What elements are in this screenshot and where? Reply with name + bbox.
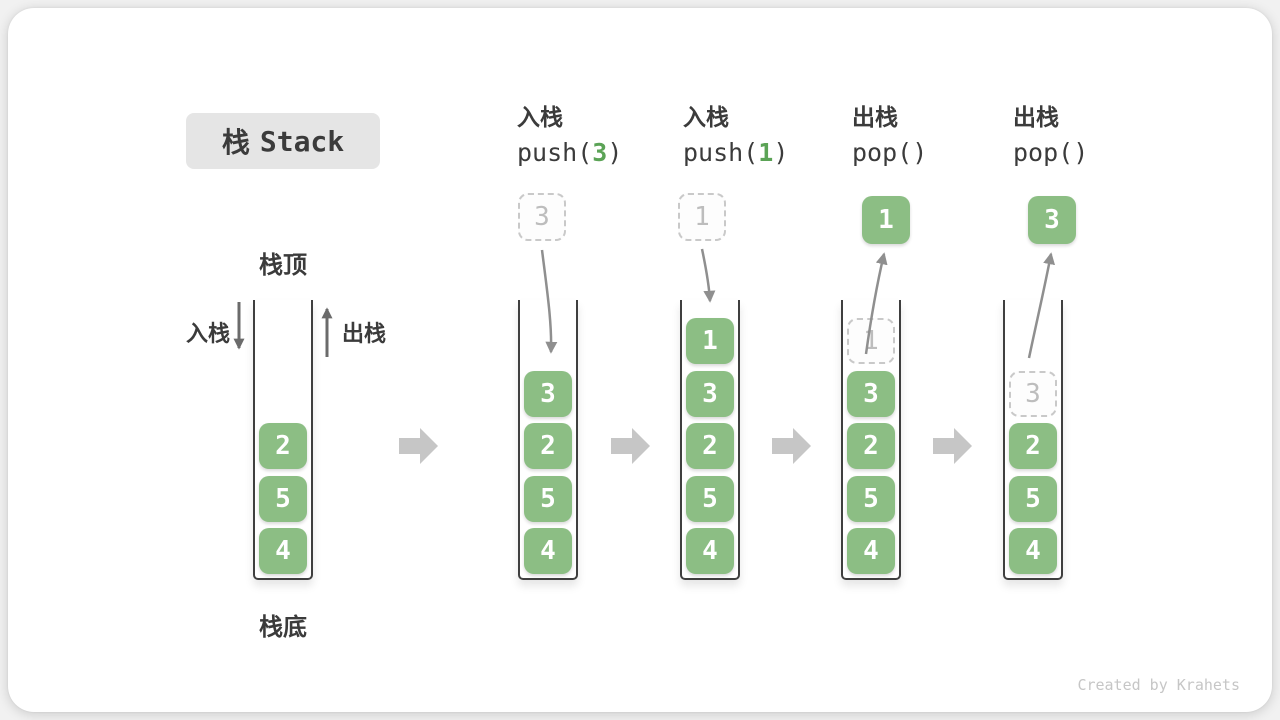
stack-item: 2 xyxy=(524,423,572,469)
code-text: ) xyxy=(607,138,623,168)
floating-item-ghost: 3 xyxy=(518,193,566,241)
stack-item: 4 xyxy=(524,528,572,574)
code-arg: 1 xyxy=(758,138,774,168)
code-text: push( xyxy=(517,138,593,168)
stack-item: 5 xyxy=(686,475,734,522)
stack-item: 3 xyxy=(847,370,895,417)
operation-code: pop() xyxy=(1013,139,1088,167)
stack-item-ghost: 3 xyxy=(1009,370,1057,417)
operation-code: push(1) xyxy=(683,139,788,167)
stack-item: 3 xyxy=(524,370,572,417)
stack-item: 2 xyxy=(259,423,307,469)
stack-item: 4 xyxy=(1009,528,1057,574)
stack-item: 2 xyxy=(847,423,895,469)
operation-name: 入栈 xyxy=(517,104,563,130)
stack-item: 4 xyxy=(259,528,307,574)
operation-label-push-3: 入栈 push(3) xyxy=(517,104,622,167)
operation-code: pop() xyxy=(852,139,927,167)
stack-item: 2 xyxy=(1009,423,1057,469)
stack-bottom-label: 栈底 xyxy=(259,614,307,641)
operation-label-pop-2: 出栈 pop() xyxy=(1013,104,1088,167)
stack-item: 5 xyxy=(259,475,307,522)
stack-item: 5 xyxy=(524,475,572,522)
code-text: ) xyxy=(773,138,789,168)
watermark: Created by Krahets xyxy=(1077,676,1240,694)
title-zh: 栈 xyxy=(221,127,250,158)
code-text: pop() xyxy=(852,138,928,168)
stack-item: 5 xyxy=(1009,475,1057,522)
stack-item: 5 xyxy=(847,475,895,522)
floating-item: 1 xyxy=(862,196,910,244)
title-en: Stack xyxy=(259,124,345,158)
operation-label-push-1: 入栈 push(1) xyxy=(683,104,788,167)
floating-item-ghost: 1 xyxy=(678,193,726,241)
push-direction-label: 入栈 xyxy=(186,321,231,346)
code-text: push( xyxy=(683,138,759,168)
operation-name: 入栈 xyxy=(683,104,729,130)
operation-code: push(3) xyxy=(517,139,622,167)
operation-label-pop-1: 出栈 pop() xyxy=(852,104,927,167)
stack-item: 4 xyxy=(847,528,895,574)
stack-item: 2 xyxy=(686,423,734,469)
stack-top-label: 栈顶 xyxy=(259,252,307,279)
operation-name: 出栈 xyxy=(852,104,898,130)
stack-item: 4 xyxy=(686,528,734,574)
diagram-title: 栈 Stack xyxy=(186,113,380,169)
floating-item: 3 xyxy=(1028,196,1076,244)
code-text: pop() xyxy=(1013,138,1089,168)
stack-item: 3 xyxy=(686,370,734,417)
pop-direction-label: 出栈 xyxy=(342,321,387,346)
code-arg: 3 xyxy=(592,138,608,168)
operation-name: 出栈 xyxy=(1013,104,1059,130)
stack-item-ghost: 1 xyxy=(847,318,895,364)
stack-item: 1 xyxy=(686,318,734,364)
